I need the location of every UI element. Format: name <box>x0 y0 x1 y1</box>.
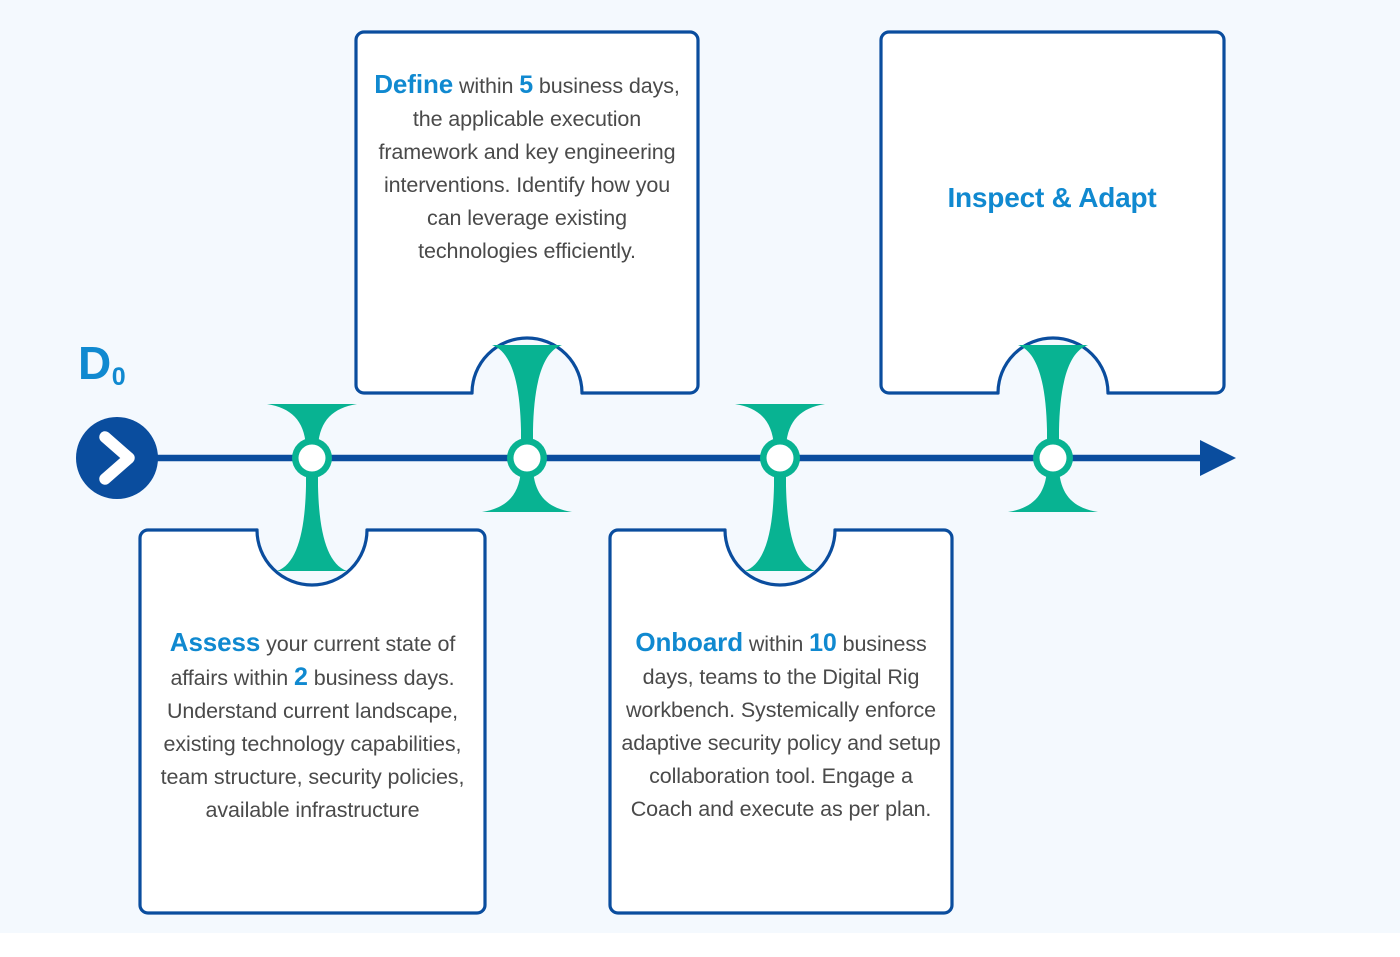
timeline-start-marker[interactable] <box>76 417 158 499</box>
card-assess-number: 2 <box>294 663 308 691</box>
card-define-text: Define within 5 business days, the appli… <box>366 68 688 268</box>
card-onboard-outline <box>608 528 954 915</box>
card-assess-lead: Assess <box>169 627 261 657</box>
card-onboard-connector: within <box>748 632 804 656</box>
card-assess-connector: your current state of affairs within <box>170 632 456 690</box>
card-onboard-number: 10 <box>809 629 837 657</box>
card-define-number: 5 <box>519 71 534 99</box>
card-assess-body: business days. Understand current landsc… <box>160 666 465 822</box>
d0-letter: D <box>78 337 111 389</box>
bottom-white-strip <box>0 933 1400 957</box>
card-assess-outline <box>138 528 487 915</box>
card-assess-text: Assess your current state of affairs wit… <box>150 626 475 827</box>
timeline-start-label: D0 <box>78 337 126 394</box>
card-define-connector: within <box>458 74 514 98</box>
connector-inspect <box>1008 345 1098 512</box>
card-define-body: business days, the applicable execution … <box>378 74 680 263</box>
arrow-right-icon <box>1200 440 1236 476</box>
card-onboard-body: business days, teams to the Digital Rig … <box>621 632 941 821</box>
connector-assess <box>267 404 357 571</box>
card-onboard-text: Onboard within 10 business days, teams t… <box>620 626 942 826</box>
card-onboard-lead: Onboard <box>635 627 743 657</box>
connector-onboard <box>735 404 825 571</box>
card-inspect-title: Inspect & Adapt <box>947 182 1157 213</box>
card-define-lead: Define <box>374 69 454 99</box>
d0-subscript: 0 <box>111 363 126 391</box>
chevron-right-icon <box>99 431 135 485</box>
connector-define <box>482 345 572 512</box>
